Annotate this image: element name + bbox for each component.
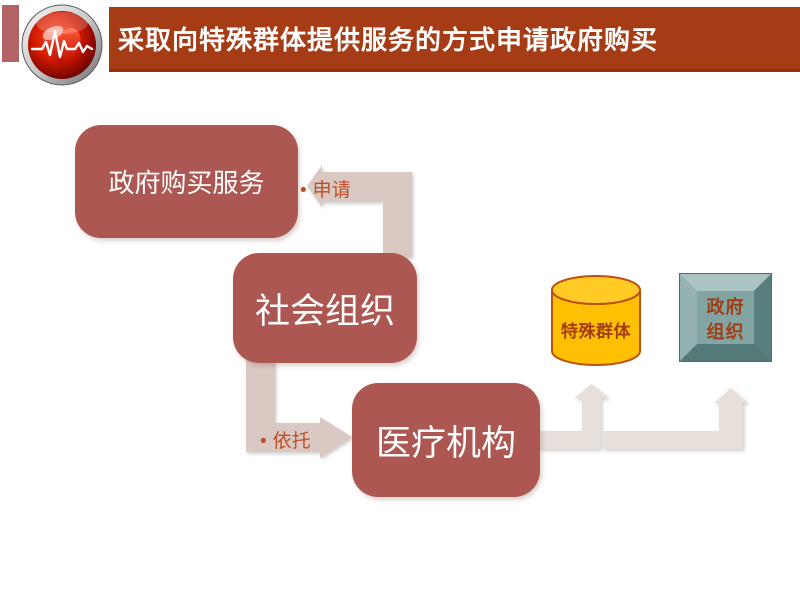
medical-to-special-group-arrow — [539, 384, 609, 449]
connector-label-rely-text: 依托 — [272, 431, 311, 452]
connector-label-rely: • 依托 — [260, 426, 311, 453]
box-social-organization-label: 社会组织 — [254, 291, 395, 331]
title-banner: 采取向特殊群体提供服务的方式申请政府购买 — [109, 7, 800, 72]
box-medical-institution: 医疗机构 — [352, 383, 540, 497]
gov-org-cube-label: 政府 组织 — [680, 295, 771, 345]
gov-org-cube-label-line1: 政府 — [706, 297, 745, 317]
bullet-icon: • — [300, 180, 307, 201]
gov-org-cube-bevel — [680, 274, 771, 361]
bullet-icon: • — [260, 431, 267, 452]
ecg-line-icon — [30, 29, 94, 59]
accent-bar — [2, 5, 19, 62]
box-social-organization: 社会组织 — [233, 253, 417, 363]
slide-title: 采取向特殊群体提供服务的方式申请政府购买 — [118, 25, 659, 55]
heart-gloss — [42, 25, 64, 41]
connector-label-apply-text: 申请 — [312, 180, 351, 201]
heart-ecg-logo-icon — [21, 4, 103, 86]
apply-elbow-arrow — [307, 165, 412, 257]
box-medical-institution-label: 医疗机构 — [375, 423, 516, 463]
connector-label-apply: • 申请 — [300, 175, 351, 202]
logo-top-gloss — [36, 12, 88, 34]
gov-org-cube-label-line2: 组织 — [706, 322, 745, 342]
medical-to-gov-org-arrow — [603, 388, 748, 449]
cylinder-label: 特殊群体 — [561, 322, 631, 341]
cylinder-top — [551, 275, 641, 305]
box-gov-purchase-service: 政府购买服务 — [75, 125, 298, 238]
special-group-cylinder — [551, 275, 641, 366]
gov-org-cube: 政府 组织 — [679, 273, 772, 362]
rely-elbow-arrow — [246, 358, 352, 458]
box-gov-purchase-service-label: 政府购买服务 — [108, 168, 265, 198]
